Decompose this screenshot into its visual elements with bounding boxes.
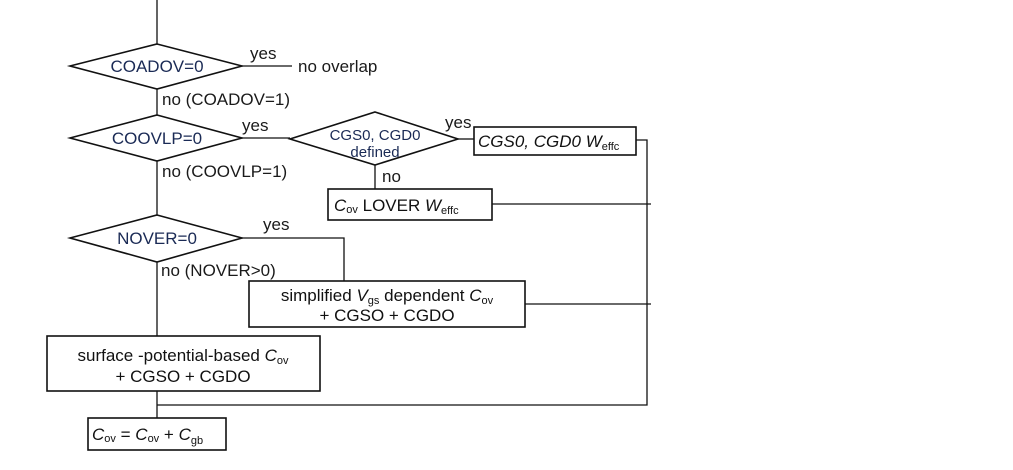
decision-text: COADOV=0 (110, 57, 203, 76)
box-shape (473, 126, 637, 156)
diamond-shape (287, 111, 461, 166)
diamond-shape (66, 43, 246, 90)
cgs0-no-label: no (382, 167, 401, 186)
box-text-line1: surface -potential-based Cov (77, 346, 289, 367)
box-text: Cov = Cov + Cgb (92, 425, 203, 447)
box-shape (46, 335, 321, 392)
coovlp-yes-label: yes (242, 116, 268, 135)
box-shape (87, 417, 227, 451)
coovlp-no-label: no (COOVLP=1) (162, 162, 287, 181)
decision-coovlp: COOVLP=0 (66, 114, 246, 162)
diamond-shape (66, 214, 246, 263)
nover-yes-line (242, 237, 345, 281)
decision-text: NOVER=0 (117, 229, 197, 248)
box-text-line2: + CGSO + CGDO (319, 306, 454, 325)
decision-text-line2: defined (350, 144, 399, 161)
nover-no-label: no (NOVER>0) (161, 261, 276, 280)
decision-cgs0-defined: CGS0, CGD0 defined (287, 111, 461, 166)
decision-nover: NOVER=0 (66, 214, 246, 263)
box-text: Cov LOVER Weffc (334, 196, 459, 217)
nover-yes-label: yes (263, 215, 289, 234)
cgs0-yes-label: yes (445, 113, 471, 132)
box-simplified: simplified Vgs dependent Cov + CGSO + CG… (248, 280, 526, 328)
decision-text: COOVLP=0 (112, 129, 202, 148)
box-surface-potential: surface -potential-based Cov + CGSO + CG… (46, 335, 321, 392)
diamond-shape (66, 114, 246, 162)
box-text-line2: + CGSO + CGDO (115, 367, 250, 386)
coadov-yes-label: yes (250, 44, 276, 63)
box-shape (248, 280, 526, 328)
box-cov-lover: Cov LOVER Weffc (327, 188, 493, 221)
box-text: CGS0, CGD0 Weffc (478, 132, 620, 153)
box-shape (327, 188, 493, 221)
coadov-no-label: no (COADOV=1) (162, 90, 290, 109)
box-text-line1: simplified Vgs dependent Cov (281, 286, 494, 307)
box-cgs0-weffc: CGS0, CGD0 Weffc (473, 126, 637, 156)
decision-coadov: COADOV=0 (66, 43, 246, 90)
connectors (156, 0, 651, 418)
decision-text-line1: CGS0, CGD0 (330, 127, 421, 144)
right-merge-line (157, 139, 648, 406)
no-overlap-terminal: no overlap (298, 57, 377, 76)
box-final: Cov = Cov + Cgb (87, 417, 227, 451)
